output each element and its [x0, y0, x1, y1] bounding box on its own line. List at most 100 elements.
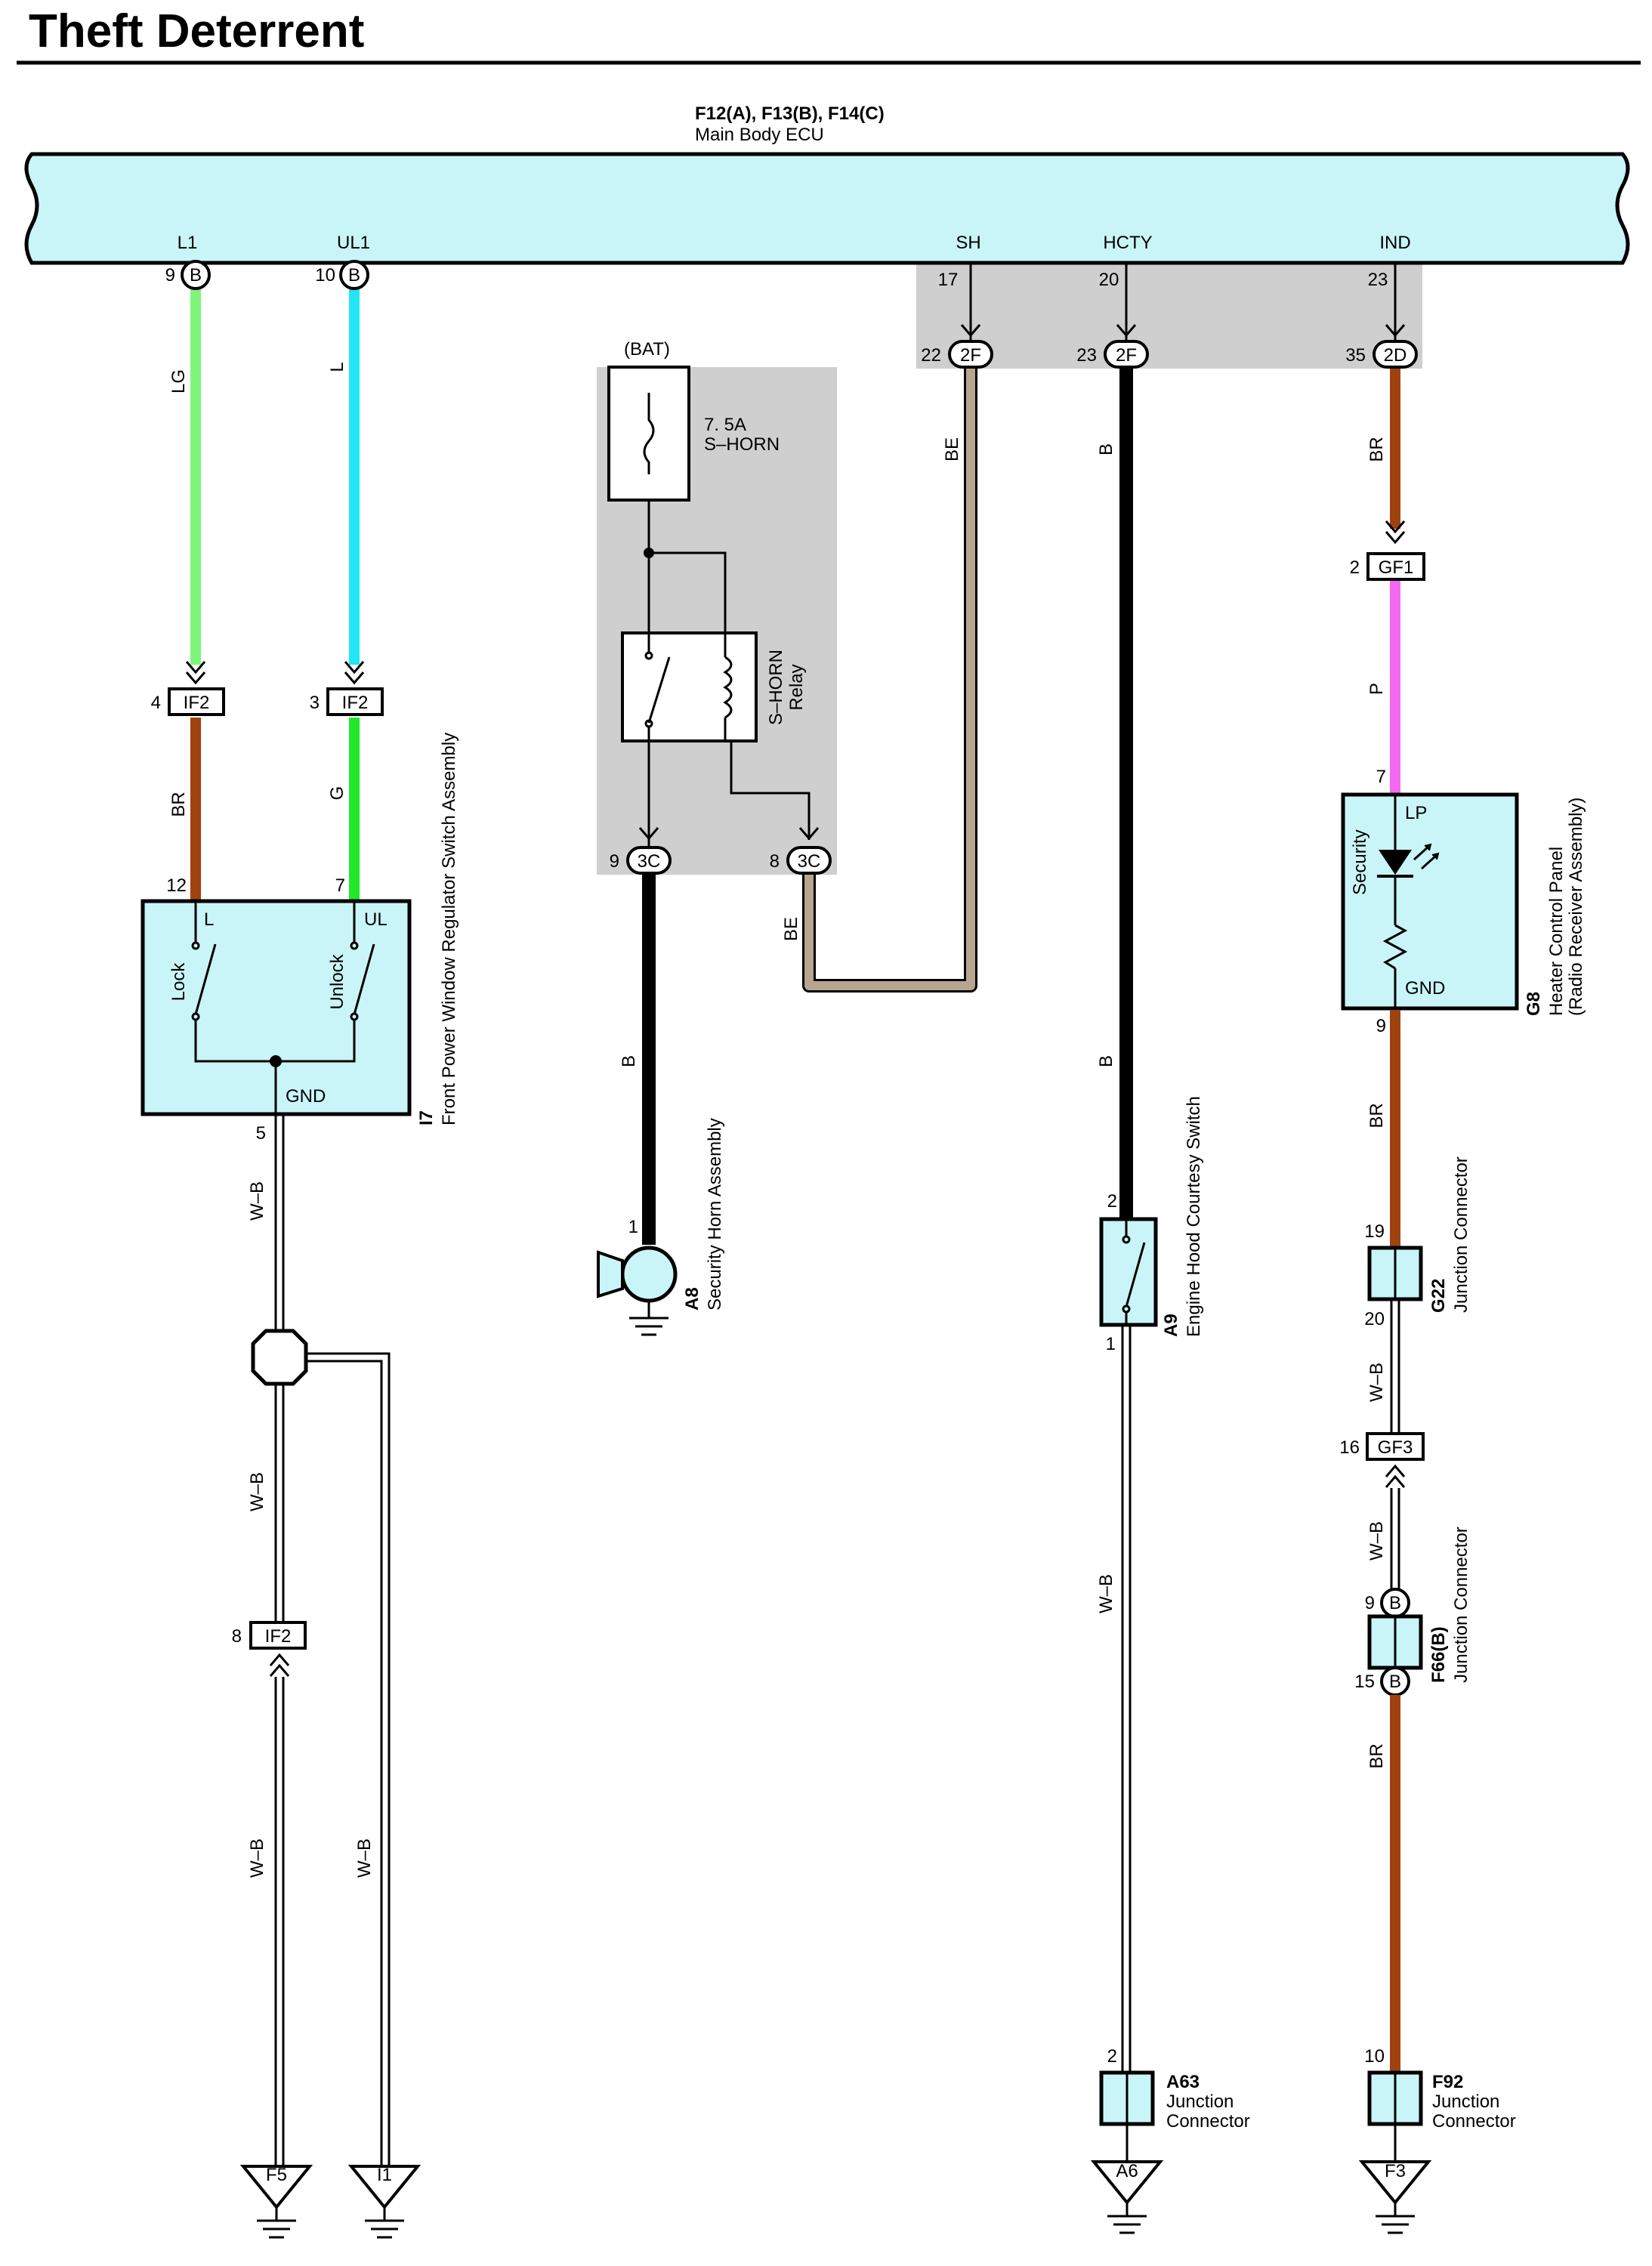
- wire-wb-if2: [274, 1384, 285, 1624]
- relay-arrows: [638, 827, 820, 841]
- jb-pin-35-num: 35: [1345, 345, 1366, 366]
- fuse-symbol: [643, 393, 655, 474]
- fuse-s-horn: [607, 366, 690, 502]
- led-rays: [1413, 844, 1438, 870]
- i7-lock-blade: [194, 943, 217, 1015]
- a8-code: A8: [682, 1287, 702, 1311]
- f92-pin: 10: [1364, 2046, 1385, 2067]
- relay-pin-8-num: 8: [770, 851, 780, 872]
- wire-label-be-2: BE: [942, 437, 962, 462]
- wire-label-wb-5: W–B: [1096, 1574, 1116, 1613]
- f66-pin-15-conn: B: [1389, 1672, 1401, 1692]
- gf1-label: GF1: [1379, 557, 1414, 578]
- ecu-pin-hcty: 20: [1099, 270, 1119, 290]
- relay-output-wires: [647, 727, 811, 846]
- wire-wb-hood: [1121, 1326, 1132, 2071]
- inline-arrow-gf1: [1385, 520, 1406, 545]
- if2-8-pin: 8: [232, 1626, 242, 1647]
- inline-connector-if2-3: [326, 687, 384, 716]
- ecu-terminal-ul1: UL1: [337, 233, 370, 253]
- relay-coil-feed: [649, 551, 727, 634]
- if2-4-label: IF2: [184, 693, 210, 713]
- inline-arrow-if2-3: [344, 661, 365, 685]
- f66-pin-9-num: 9: [1365, 1593, 1375, 1613]
- relay-label-2: Relay: [786, 664, 807, 710]
- f92-label-1: Junction: [1432, 2092, 1499, 2112]
- g8-pin-out: 9: [1376, 1016, 1386, 1036]
- wire-label-g: G: [327, 786, 347, 801]
- jb-pin-23-conn: 2F: [1116, 345, 1137, 366]
- relay-pin-8: [786, 846, 832, 875]
- ground-splice: [251, 1329, 308, 1386]
- i7-terminal-ul: UL: [364, 909, 388, 930]
- a63-pin: 2: [1107, 2046, 1117, 2067]
- hcty-arrow: [1116, 324, 1137, 338]
- wire-label-p: P: [1366, 683, 1387, 695]
- wire-label-wb-6: W–B: [1366, 1363, 1387, 1402]
- ground-i1: [347, 2165, 421, 2210]
- wire-label-wb-7: W–B: [1366, 1521, 1387, 1561]
- gf3-label: GF3: [1378, 1437, 1413, 1458]
- g22-pin-in: 19: [1364, 1221, 1385, 1242]
- s-horn-relay: [621, 631, 758, 742]
- jb-pin-35: [1373, 340, 1418, 369]
- inline-connector-gf1: [1366, 552, 1425, 581]
- a63-code: A63: [1166, 2072, 1200, 2092]
- relay-label-1: S–HORN: [766, 650, 786, 725]
- if2-4-pin: 4: [151, 693, 161, 713]
- g8-lp-label: LP: [1405, 803, 1427, 823]
- wire-label-l: L: [327, 362, 347, 372]
- horn-pin: 1: [628, 1217, 638, 1237]
- a63-label-1: Junction: [1166, 2092, 1234, 2112]
- a63-label-2: Connector: [1166, 2111, 1250, 2132]
- heater-control-panel: [1341, 792, 1519, 1011]
- security-resistor: [1382, 924, 1408, 970]
- horn-ground: [629, 1301, 669, 1336]
- i7-unlock-label: Unlock: [327, 953, 347, 1009]
- main-body-ecu: [24, 152, 1630, 265]
- ecu-terminal-ind: IND: [1379, 233, 1410, 253]
- g22-name: Junction Connector: [1451, 1156, 1471, 1313]
- ground-f3-symbol: [1376, 2203, 1415, 2234]
- g22-code: G22: [1428, 1279, 1449, 1313]
- inline-arrow-if2-4: [185, 661, 206, 685]
- wire-be: [804, 369, 975, 990]
- sw-l-pin: 12: [166, 875, 187, 896]
- wire-label-b-1: B: [1096, 443, 1116, 455]
- g22-pin-out: 20: [1364, 1309, 1385, 1329]
- fuse-name: S–HORN: [704, 434, 780, 455]
- ground-f3-label: F3: [1385, 2161, 1406, 2181]
- if2-3-label: IF2: [342, 693, 369, 713]
- ind-arrow: [1385, 324, 1406, 338]
- f92-code: F92: [1432, 2072, 1463, 2092]
- wire-wb-i1: [306, 1352, 391, 2168]
- if2-8-label: IF2: [265, 1626, 292, 1647]
- ground-i1-label: I1: [377, 2165, 392, 2185]
- relay-pin-9-conn: 3C: [638, 851, 661, 872]
- jb-pin-22: [948, 340, 993, 369]
- ground-a6-symbol: [1107, 2203, 1147, 2234]
- bat-label: (BAT): [624, 339, 670, 360]
- i7-gnd-label: GND: [286, 1086, 326, 1107]
- ecu-pin-sh: 17: [938, 270, 959, 290]
- i7-code: I7: [416, 1110, 437, 1125]
- g8-code: G8: [1524, 992, 1544, 1016]
- inline-arrow-gf3: [1385, 1464, 1406, 1488]
- f66-pin-9-conn: B: [1389, 1593, 1401, 1613]
- wire-label-wb-1: W–B: [247, 1181, 267, 1221]
- i7-l-contact: [191, 941, 200, 950]
- sw-gnd-pin: 5: [256, 1123, 266, 1144]
- security-horn: [620, 1246, 678, 1303]
- g8-name-1: Heater Control Panel: [1546, 847, 1567, 1016]
- relay-pin-8-conn: 3C: [798, 851, 821, 872]
- wire-label-wb-2: W–B: [247, 1472, 267, 1511]
- i7-unlock-blade: [353, 943, 375, 1015]
- wire-label-b-horn: B: [619, 1055, 639, 1067]
- led-ray-heads: [1424, 843, 1440, 860]
- wire-label-br-lock: BR: [168, 792, 189, 817]
- ground-f5: [239, 2165, 313, 2210]
- f66-code: F66(B): [1428, 1626, 1449, 1683]
- fuse-amp: 7. 5A: [704, 415, 746, 435]
- i7-ul-contact: [350, 941, 359, 950]
- ecu-pin-l1-conn: B: [190, 265, 202, 286]
